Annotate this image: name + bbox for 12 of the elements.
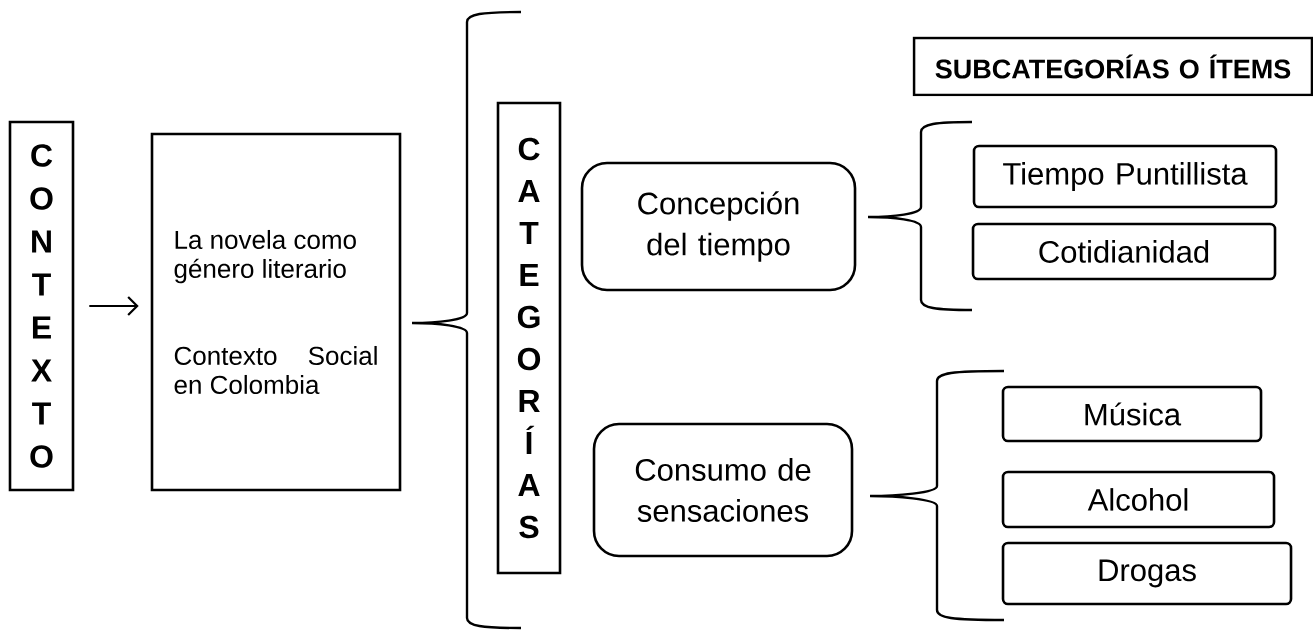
item-box: Drogas: [1001, 541, 1293, 606]
arrow: [89, 296, 139, 316]
item-box: Música: [1001, 385, 1263, 443]
context-box: La novela como género literario Contexto Social en Colombia: [150, 132, 402, 492]
item-box: Cotidianidad: [971, 222, 1277, 281]
category-box: Concepción del tiempo: [580, 161, 857, 292]
vertical-label-box: CATEGORÍAS: [496, 101, 562, 575]
heading-box: SUBCATEGORÍAS O ÍTEMS: [912, 36, 1313, 97]
item-box: Alcohol: [1001, 470, 1276, 529]
category-box: Consumo de sensaciones: [592, 422, 854, 558]
item-box: Tiempo Puntillista: [972, 144, 1278, 209]
vertical-label-box: CONTEXTO: [8, 120, 75, 492]
